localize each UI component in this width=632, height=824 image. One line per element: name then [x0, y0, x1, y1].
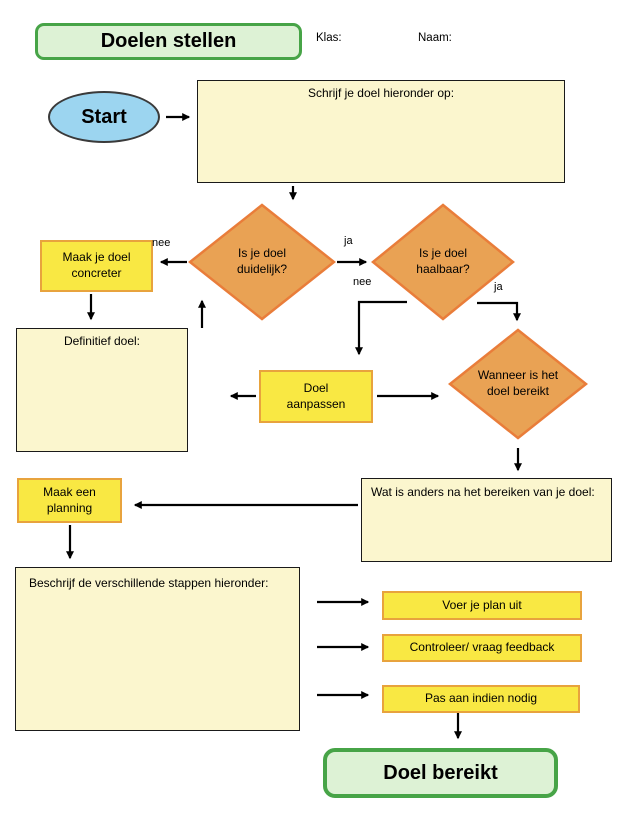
page-title: Doelen stellen: [100, 30, 237, 52]
check-feedback-box: Controleer/ vraag feedback: [382, 634, 582, 662]
goal-reached-box: Doel bereikt: [323, 748, 558, 798]
goal-clear-diamond: Is je doel duidelijk?: [188, 203, 336, 321]
execute-plan-label: Voer je plan uit: [442, 597, 522, 612]
describe-steps-label: Beschrijf de verschillende stappen hiero…: [29, 576, 269, 590]
flowchart-title-box: Doelen stellen: [35, 23, 302, 60]
write-goal-label: Schrijf je doel hieronder op:: [307, 86, 455, 100]
goal-reached-label: Doel bereikt: [383, 761, 498, 784]
edge-label-clear-no: nee: [152, 237, 171, 249]
adjust-goal-label: Doel aanpassen: [286, 380, 346, 411]
execute-plan-box: Voer je plan uit: [382, 591, 582, 620]
make-planning-box: Maak een planning: [17, 478, 122, 523]
start-node: Start: [48, 91, 160, 143]
adjust-if-needed-label: Pas aan indien nodig: [424, 691, 538, 706]
goal-feasible-label: Is je doel haalbaar?: [416, 246, 470, 276]
edge-label-feasible-yes: ja: [494, 281, 503, 293]
make-concrete-label: Maak je doel concreter: [62, 250, 131, 280]
adjust-if-needed-box: Pas aan indien nodig: [382, 685, 580, 713]
definitive-goal-box[interactable]: Definitief doel:: [16, 328, 188, 452]
definitive-goal-label: Definitief doel:: [63, 334, 141, 348]
when-reached-diamond: Wanneer is het doel bereikt: [448, 328, 588, 440]
start-label: Start: [81, 105, 127, 128]
edge-label-clear-yes: ja: [344, 235, 353, 247]
describe-steps-box[interactable]: Beschrijf de verschillende stappen hiero…: [15, 567, 300, 731]
make-concrete-box: Maak je doel concreter: [40, 240, 153, 292]
when-reached-label: Wanneer is het doel bereikt: [477, 368, 559, 398]
write-goal-box[interactable]: Schrijf je doel hieronder op:: [197, 80, 565, 183]
goal-clear-label: Is je doel duidelijk?: [236, 246, 288, 276]
what-different-box[interactable]: Wat is anders na het bereiken van je doe…: [361, 478, 612, 562]
edge-label-feasible-no: nee: [353, 276, 372, 288]
naam-label: Naam:: [418, 32, 452, 44]
goal-feasible-diamond: Is je doel haalbaar?: [371, 203, 515, 321]
klas-label: Klas:: [316, 32, 342, 44]
check-feedback-label: Controleer/ vraag feedback: [409, 640, 555, 655]
make-planning-label: Maak een planning: [43, 484, 96, 515]
what-different-label: Wat is anders na het bereiken van je doe…: [371, 485, 595, 499]
adjust-goal-box: Doel aanpassen: [259, 370, 373, 423]
